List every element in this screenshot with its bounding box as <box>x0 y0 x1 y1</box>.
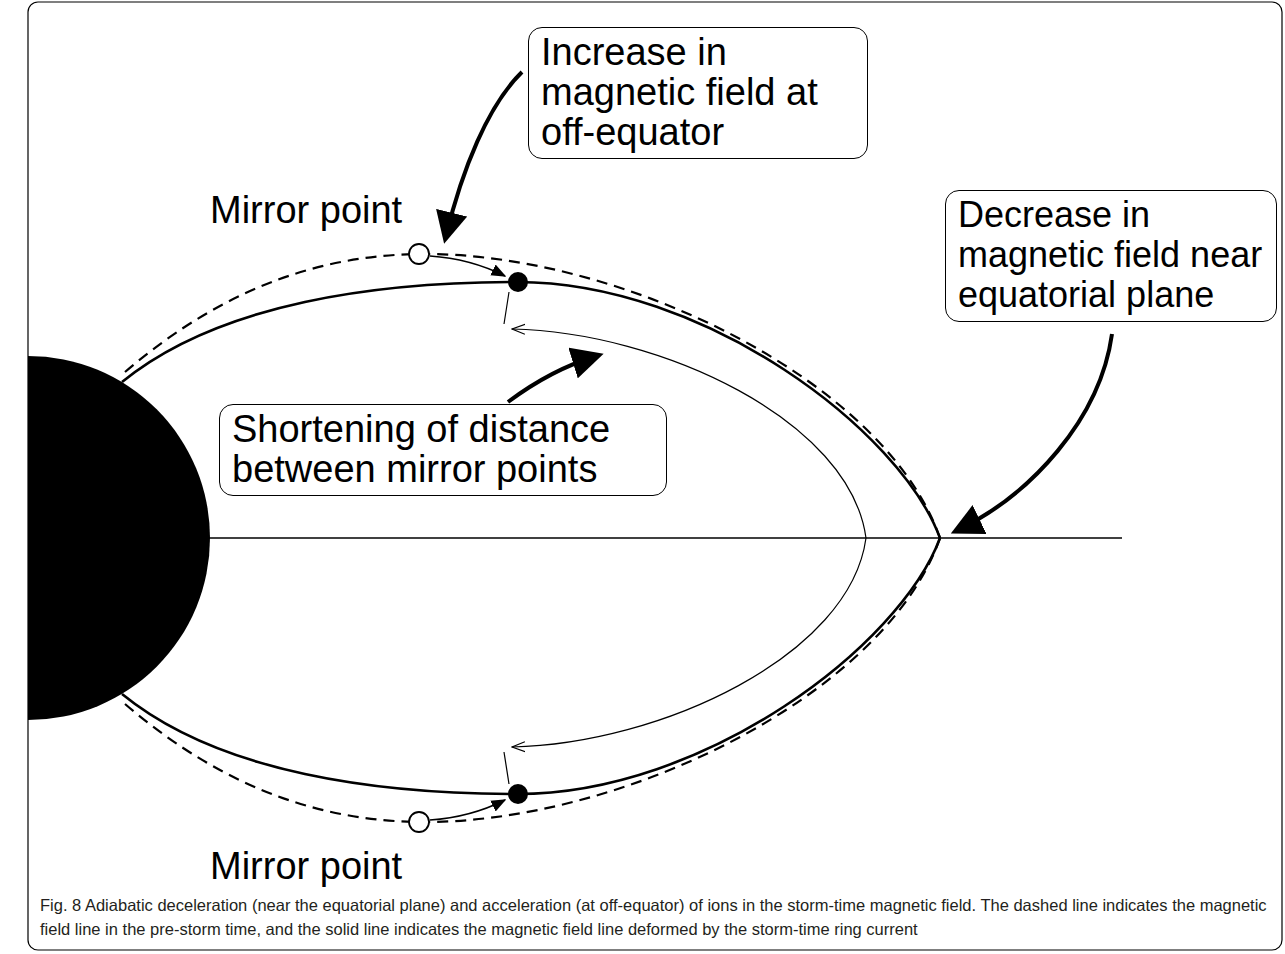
mirror-point-label: Mirror point <box>210 846 402 886</box>
callout-box: Decrease in magnetic field near equatori… <box>945 190 1277 322</box>
figure-frame <box>28 2 1282 950</box>
pre-storm-field-line <box>125 254 940 538</box>
equatorial-line <box>205 537 1122 538</box>
shift-arrow <box>430 800 505 820</box>
new-mirror-point <box>508 272 528 292</box>
new-mirror-point <box>508 784 528 804</box>
callout-arrow <box>508 356 596 402</box>
callout-text: Decrease in magnetic field near equatori… <box>958 195 1264 315</box>
tick-mark <box>504 292 509 324</box>
ion-path <box>512 538 866 747</box>
callout-text: Shortening of distance between mirror po… <box>232 409 654 489</box>
callout-arrow <box>958 334 1112 530</box>
earth <box>28 356 210 720</box>
callout-arrow <box>446 72 522 236</box>
callout-box: Increase in magnetic field at off-equato… <box>528 27 868 159</box>
mirror-point-label: Mirror point <box>210 190 402 230</box>
shift-arrow <box>430 256 505 276</box>
callout-box: Shortening of distance between mirror po… <box>219 404 667 496</box>
old-mirror-point <box>409 244 429 264</box>
storm-field-line <box>122 538 940 794</box>
tick-mark <box>504 752 509 784</box>
pre-storm-field-line <box>125 538 940 822</box>
callout-text: Increase in magnetic field at off-equato… <box>541 32 855 152</box>
figure-caption: Fig. 8 Adiabatic deceleration (near the … <box>40 893 1272 941</box>
old-mirror-point <box>409 812 429 832</box>
storm-field-line <box>122 282 940 538</box>
